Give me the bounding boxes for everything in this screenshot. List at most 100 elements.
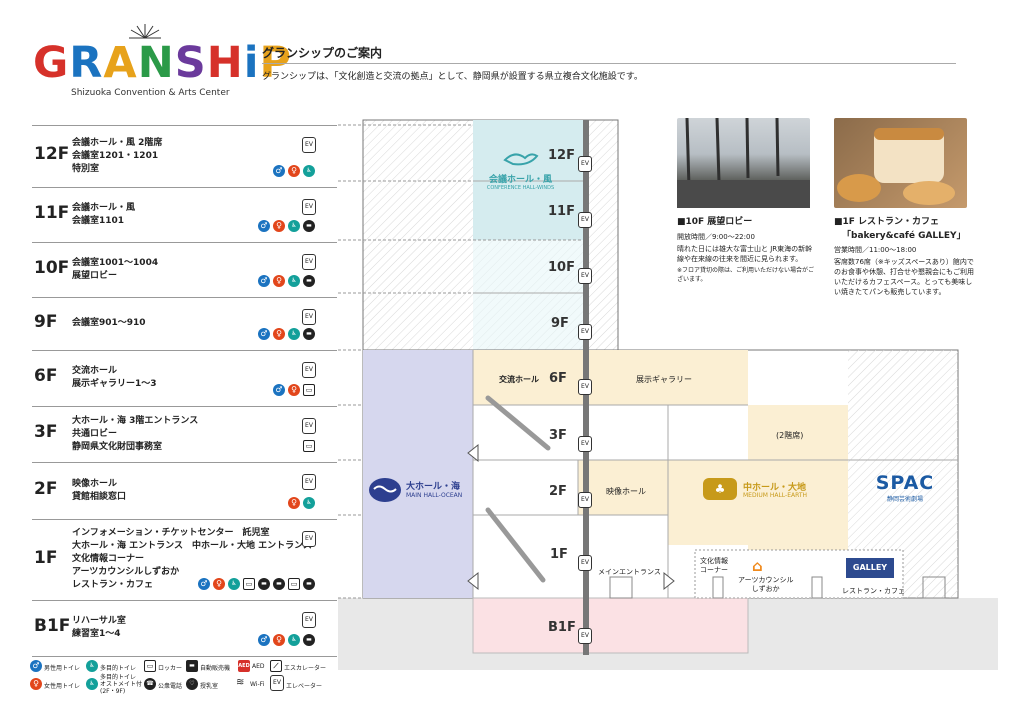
women-toilet-icon: ♀ [273,220,285,232]
floor-divider [32,242,337,243]
building-diagram [338,119,998,670]
legend: ♂ 男性用トイレ ♿ 多目的トイレ ▭ ロッカー ▬ 自動販売機 AED AED… [30,660,350,708]
exchange-gallery-area [473,350,748,405]
building-floor-tag: 3F [549,428,567,443]
spac-logo-sub: 静岡芸術劇場 [886,496,923,503]
multi-toilet-icon: ♿ [288,220,300,232]
legend-aed: AED [252,663,265,670]
room-name: 会議ホール・風 [72,202,136,213]
room-name: 会議室1101 [72,215,125,226]
building-floor-tag: 1F [550,547,568,562]
cafe-photo [834,118,967,208]
room-name: 会議室901〜910 [72,318,146,328]
elevator-icon: EV [578,492,592,508]
culture-corner-label: 文化情報 コーナー [700,557,728,574]
floor-divider [32,519,337,520]
lobby-desc: 晴れた日には雄大な富士山と JR東海の新幹線や在来線の往来を間近に見られます。 [677,245,813,263]
locker-icon: ▭ [303,440,315,452]
elevator-icon: EV [302,362,316,378]
main-entrance-label: メインエントランス [598,568,661,576]
room-name: 静岡県文化財団事務室 [72,441,163,452]
multi-toilet-icon: ♿ [288,275,300,287]
locker-icon: ▭ [243,578,255,590]
women-toilet-icon: ♀ [213,578,225,590]
second-floor-seats-label: (2階席) [776,431,804,440]
room-name: 大ホール・海 エントランス 中ホール・大地 エントランス [72,541,312,551]
floor-divider [32,125,337,126]
multi-ostomy-toilet-icon: ♿ [86,678,98,690]
room-name: 共通ロビー [72,428,118,439]
floor-divider [32,656,337,657]
eizo-hall-area [578,460,668,515]
legend-men: 男性用トイレ [44,665,81,672]
women-toilet-icon: ♀ [273,328,285,340]
medium-hall-daichi-area [668,460,848,545]
daichi-logo-text: 中ホール・大地 [743,483,807,493]
floor-row-1f: 1F インフォメーション・チケットセンター 託児室大ホール・海 エントランス 中ホ… [32,519,337,600]
vending-icon: ▬ [303,275,315,287]
floor-label: 9F [34,311,58,332]
elevator-icon: EV [270,675,284,691]
floor-divider [32,406,337,407]
men-toilet-icon: ♂ [30,660,42,672]
b1f-area [472,597,749,654]
floor-rooms: 会議ホール・風会議室1101 [72,202,135,228]
multi-toilet-icon: ♿ [288,634,300,646]
conference-hall-kaze-area [473,120,583,240]
elevator-icon: EV [578,212,592,228]
elevator-icon: EV [302,612,316,628]
floor-divider [32,600,337,601]
aed-icon: AED [238,660,250,672]
floor-label: 11F [34,202,70,223]
floor-label: 12F [34,144,70,164]
galley-logo: GALLEY [846,558,894,578]
locker-icon: ▭ [303,384,315,396]
lobby-hours: 開放時間／9:00〜22:00 [677,233,755,241]
daichi-logo-sub: MEDIUM HALL-EARTH [743,492,807,499]
room-name: 練習室1〜4 [72,629,121,639]
sun-icon [129,24,161,39]
floor-rooms: 映像ホール貸館相談窓口 [72,478,126,504]
tree-icon: ♣ [703,478,737,500]
legend-escalator: エスカレーター [284,665,327,672]
legend-wifi: Wi-Fi [250,681,265,688]
elevator-icon: EV [578,379,592,395]
escalators [485,395,551,583]
men-toilet-icon: ♂ [258,634,270,646]
elevator-icon: EV [302,531,316,547]
floor-rooms: 大ホール・海 3階エントランス共通ロビー静岡県文化財団事務室 [72,415,198,454]
koryu-hall-label: 交流ホール [499,375,539,384]
women-toilet-icon: ♀ [273,275,285,287]
multi-toilet-icon: ♿ [303,165,315,177]
floor-rooms: 会議室901〜910 [72,317,146,330]
kaze-logo-sub: CONFERENCE HALL-WINDS [486,185,555,191]
locker-icon: ▭ [144,660,156,672]
room-name: リハーサル室 [72,616,126,626]
restaurant-label: レストラン・カフェ [842,587,905,595]
floor-label: 1F [34,547,58,568]
building-floor-tag: 6F [549,371,567,386]
floor-rooms: インフォメーション・チケットセンター 託児室大ホール・海 エントランス 中ホール… [72,527,312,592]
lobby-photo [677,117,810,208]
room-name: 展望ロビー [72,270,118,281]
vending-icon: ▬ [273,578,285,590]
floor-label: B1F [34,616,71,636]
legend-vending: 自動販売機 [200,665,231,672]
multi-toilet-icon: ♿ [303,497,315,509]
spac-logo-text: SPAC [875,472,935,494]
women-toilet-icon: ♀ [288,384,300,396]
escalator-icon: ⟋ [270,660,282,672]
cafe-hours: 営業時間／11:00〜18:00 [834,246,917,254]
elevator-icon: EV [578,436,592,452]
lobby-title: ■10F 展望ロビー [677,217,753,227]
building-floor-tag: 11F [548,204,575,219]
vending-icon: ▬ [258,578,270,590]
phone-icon: ☎ [144,678,156,690]
building-floor-tag: 10F [548,260,575,275]
vending-icon: ▬ [186,660,198,672]
